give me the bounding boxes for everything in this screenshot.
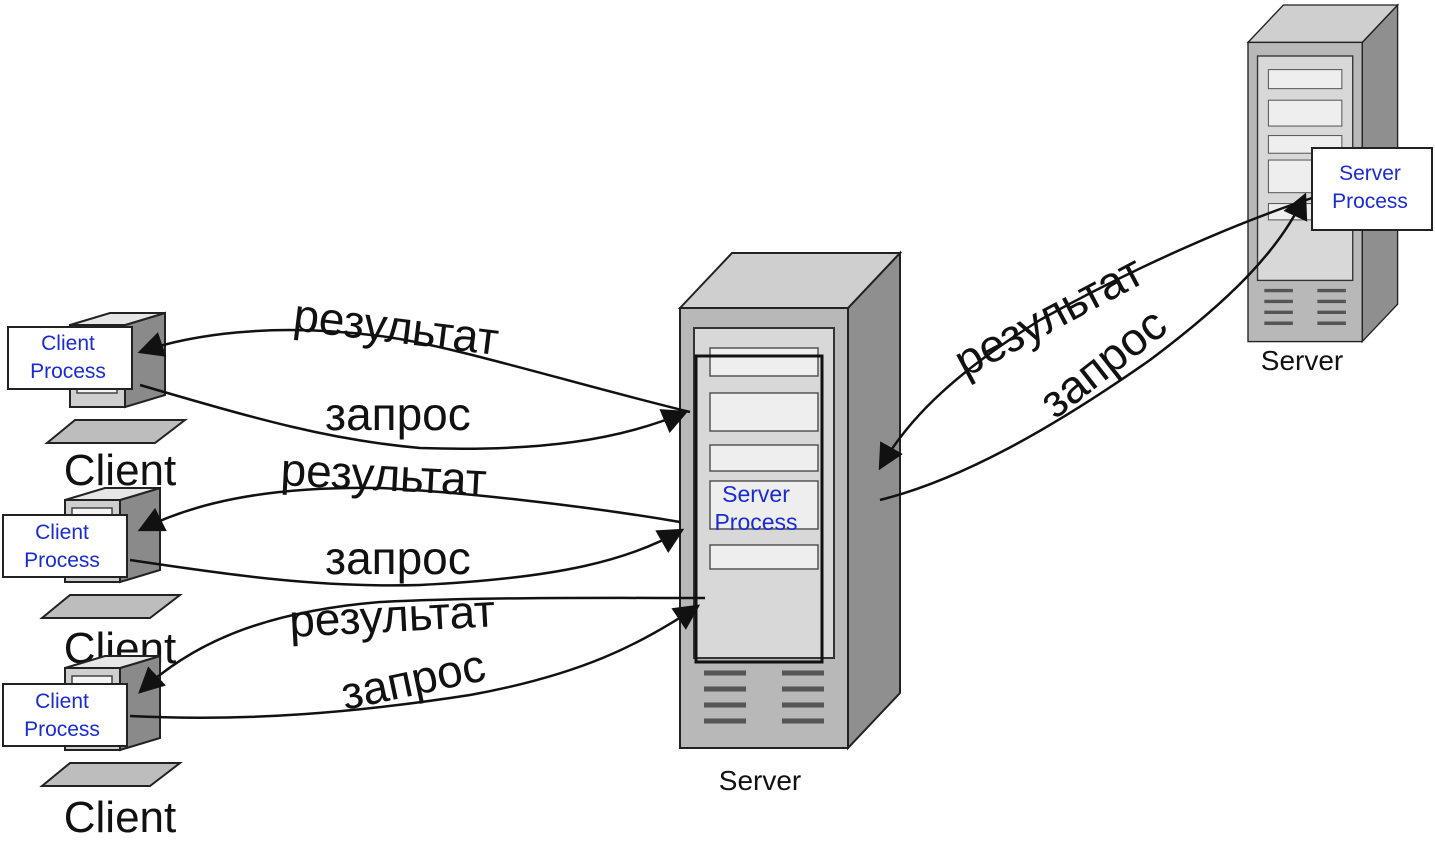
client-process-box-2 [2, 514, 128, 578]
client-1-request-arrow [139, 383, 689, 450]
remote-server-process-line1: Server [1339, 162, 1401, 185]
client-1-request-label: запрос [325, 388, 471, 440]
remote-server-process-line2: Process [1332, 190, 1408, 213]
remote-result-arrow [878, 196, 1313, 471]
client-process-1-line1: Client [41, 332, 95, 355]
client-process-2-line2: Process [24, 549, 100, 572]
client-3-request-label: запрос [336, 639, 489, 720]
remote-server-process-box [1311, 147, 1433, 231]
client-1-result-arrow [137, 328, 691, 414]
client-3-result-arrow [138, 596, 706, 694]
client-process-2-line1: Client [35, 521, 89, 544]
client-process-3-line2: Process [24, 718, 100, 741]
main-server-caption: Server [719, 765, 801, 796]
client-process-box-3 [2, 683, 128, 747]
client-process-3-line1: Client [35, 690, 89, 713]
client-3-request-arrow [129, 604, 701, 719]
client-2-request-label: запрос [325, 532, 471, 584]
main-server-process-line2: Process [714, 509, 797, 535]
remote-server-caption: Server [1261, 345, 1343, 376]
main-server-process-line1: Server [722, 481, 790, 507]
client-process-box-1 [7, 326, 133, 390]
client-2-result-arrow [137, 486, 681, 532]
client-2-request-arrow [129, 528, 685, 587]
client-process-1-line2: Process [30, 360, 106, 383]
client-caption-3: Client [64, 793, 177, 842]
main-server-process-box [694, 354, 824, 664]
main-server [680, 253, 900, 748]
remote-request-arrow [879, 192, 1308, 502]
client-2-result-label: результат [279, 443, 488, 506]
client-caption-1: Client [64, 446, 177, 495]
client-1-result-label: результат [291, 288, 502, 365]
client-3-result-label: результат [288, 584, 497, 647]
